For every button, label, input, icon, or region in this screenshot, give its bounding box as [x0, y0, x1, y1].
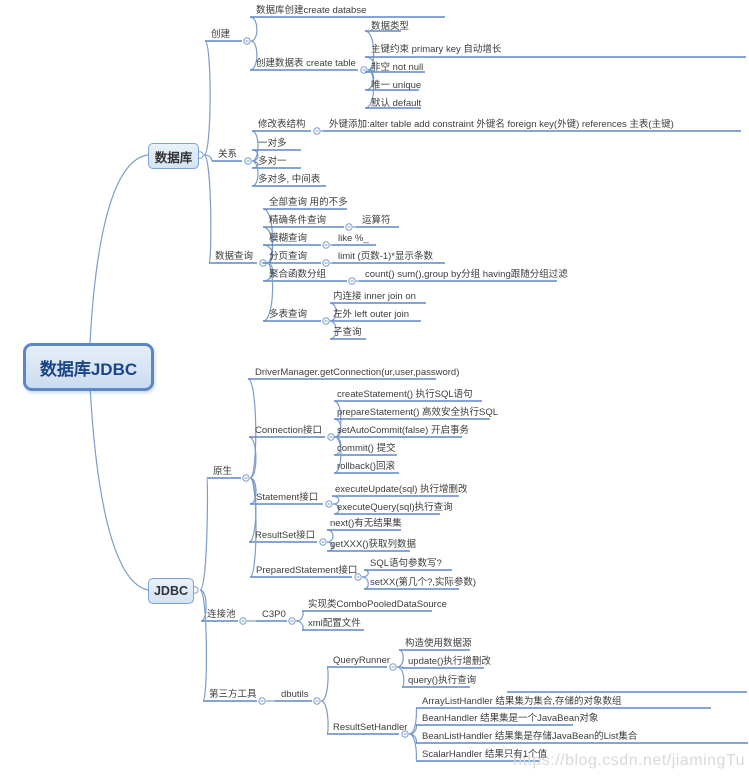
topic-datatype[interactable]: 数据类型 [371, 21, 410, 32]
topic-unique[interactable]: 唯一 unique [371, 80, 422, 91]
branch-connector [408, 733, 418, 762]
topic-jdbc[interactable]: JDBC [148, 578, 194, 604]
topic-aggregate-group[interactable]: 聚合函数分组 [269, 269, 327, 280]
topic-resultsethandler[interactable]: ResultSetHandler [333, 722, 408, 733]
branch-connector [364, 69, 375, 109]
branch-connector [262, 262, 274, 322]
branch-connector [249, 40, 258, 71]
topic-inner-join[interactable]: 内连接 inner join on [333, 291, 416, 302]
topic-statement[interactable]: Statement接口 [256, 492, 319, 503]
topic-commit[interactable]: commit() 提交 [337, 443, 396, 454]
topic-not-null[interactable]: 非空 not null [371, 62, 424, 73]
topic-set-autocommit[interactable]: setAutoCommit(false) 开启事务 [337, 425, 469, 436]
branch-connector [295, 610, 304, 622]
branch-connector [295, 620, 304, 631]
topic-constructor-datasource[interactable]: 构造使用数据源 [405, 638, 472, 649]
topic-default[interactable]: 默认 default [371, 98, 422, 109]
topic-dbutils[interactable]: dbutils [281, 689, 309, 700]
topic-update[interactable]: update()执行增删改 [408, 656, 491, 667]
topic-count-sum[interactable]: count() sum(),group by分组 having跟随分组过滤 [365, 269, 568, 280]
topic-rollback[interactable]: rollback()回滚 [337, 461, 396, 472]
branch-connector [203, 154, 213, 162]
topic-relation[interactable]: 关系 [218, 149, 238, 160]
branch-connector [89, 384, 149, 591]
branch-connector [361, 576, 369, 590]
topic-create-statement[interactable]: createStatement() 执行SQL语句 [337, 389, 473, 400]
topic-c3p0[interactable]: C3P0 [262, 609, 286, 620]
branch-connector [361, 569, 369, 578]
topic-one-to-many[interactable]: 一对多 [258, 138, 287, 149]
topic-arraylisthandler[interactable]: ArrayListHandler 结果集为集合,存储的对象数组 [422, 696, 622, 707]
topic-xml-config[interactable]: xml配置文件 [308, 618, 361, 629]
topic-query-all[interactable]: 全部查询 用的不多 [269, 197, 348, 208]
topic-next[interactable]: next()有无结果集 [330, 518, 402, 529]
topic-third-party[interactable]: 第三方工具 [209, 689, 257, 700]
branch-connector [247, 378, 257, 479]
topic-limit[interactable]: limit (页数-1)*显示条数 [338, 251, 433, 262]
topic-like[interactable]: like %_ [338, 233, 369, 244]
topic-data-query[interactable]: 数据查询 [215, 251, 254, 262]
topic-beanhandler[interactable]: BeanHandler 结果集是一个JavaBean对象 [422, 713, 599, 724]
topic-setxx[interactable]: setXX(第几个?,实际参数) [370, 577, 477, 588]
topic-execute-update[interactable]: executeUpdate(sql) 执行增删改 [335, 484, 468, 495]
topic-native[interactable]: 原生 [213, 466, 233, 477]
topic-root[interactable]: 数据库JDBC [23, 343, 154, 391]
branch-connector [396, 666, 405, 688]
topic-scalarhandler[interactable]: ScalarHandler 结果只有1个值 [422, 749, 548, 760]
topic-create[interactable]: 创建 [211, 29, 231, 40]
branch-connector [248, 436, 257, 479]
branch-connector [203, 154, 212, 264]
branch-connector [199, 477, 209, 591]
branch-connector [364, 30, 375, 71]
topic-database[interactable]: 数据库 [148, 143, 199, 169]
topic-table-create[interactable]: 创建数据表 create table [256, 58, 356, 69]
branch-connector [199, 589, 208, 702]
topic-drivermanager[interactable]: DriverManager.getConnection(ur,user,pass… [255, 367, 460, 378]
topic-connection[interactable]: Connection接口 [255, 425, 323, 436]
branch-connector [249, 477, 257, 578]
topic-queryrunner[interactable]: QueryRunner [333, 655, 391, 666]
topic-query-method[interactable]: query()执行查询 [408, 675, 477, 686]
topic-many-to-one[interactable]: 多对一 [258, 156, 287, 167]
branch-connector [320, 700, 329, 735]
branch-connector [249, 16, 258, 42]
branch-connector [89, 154, 149, 344]
branch-connector [251, 130, 259, 162]
topic-many-to-many[interactable]: 多对多, 中间表 [258, 174, 321, 185]
topic-getxxx[interactable]: getXXX()获取列数据 [330, 539, 417, 550]
topic-preparedstatement[interactable]: PreparedStatement接口 [256, 565, 358, 576]
branch-connector [396, 649, 404, 668]
topic-combopooled[interactable]: 实现类ComboPooledDataSource [308, 599, 447, 610]
topic-execute-query[interactable]: executeQuery(sql)执行查询 [337, 502, 453, 513]
topic-connection-pool[interactable]: 连接池 [207, 609, 236, 620]
topic-sql-param[interactable]: SQL语句参数写? [370, 558, 442, 569]
topic-sub-query[interactable]: 子查询 [333, 327, 362, 338]
topic-left-outer-join[interactable]: 左外 left outer join [333, 309, 410, 320]
branch-connector [203, 40, 211, 156]
branch-connector [320, 666, 329, 702]
topic-resultset[interactable]: ResultSet接口 [255, 530, 316, 541]
topic-foreign-key[interactable]: 外键添加:alter table add constraint 外键名 fore… [329, 119, 674, 130]
topic-page-query[interactable]: 分页查询 [269, 251, 308, 262]
topic-multi-table-query[interactable]: 多表查询 [269, 309, 308, 320]
topic-alter-table[interactable]: 修改表结构 [258, 119, 306, 130]
topic-primary-key[interactable]: 主键约束 primary key 自动增长 [371, 44, 502, 55]
topic-prepare-statement[interactable]: prepareStatement() 高效安全执行SQL [337, 407, 499, 418]
topic-fuzzy-query[interactable]: 模糊查询 [269, 233, 308, 244]
branch-connector [333, 436, 342, 474]
topic-operator[interactable]: 运算符 [362, 215, 391, 226]
watermark: https://blog.csdn.net/jiamingTu [513, 752, 745, 769]
topic-db-create[interactable]: 数据库创建create databse [256, 5, 367, 16]
topic-beanlisthandler[interactable]: BeanListHandler 结果集是存储JavaBean的List集合 [422, 731, 638, 742]
topic-exact-query[interactable]: 精确条件查询 [269, 215, 327, 226]
